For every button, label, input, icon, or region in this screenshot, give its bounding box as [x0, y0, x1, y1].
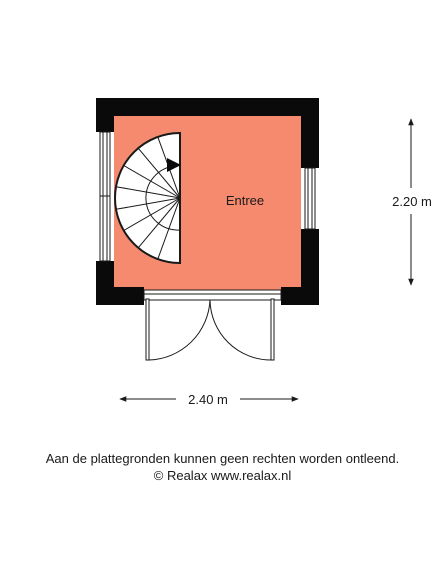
wall-bottom-right — [281, 287, 319, 305]
stair-tread — [123, 197, 181, 231]
stair-arrow-icon — [167, 158, 181, 172]
window-left — [99, 131, 111, 262]
window-right — [304, 167, 316, 230]
stair-tread — [137, 147, 181, 199]
door-leaf-right — [270, 298, 275, 361]
door-swing-right — [209, 299, 272, 361]
wall-right-lower — [301, 229, 319, 305]
wall-left-upper — [96, 116, 114, 132]
walls — [96, 98, 319, 305]
dimension-height-label: 2.20 m — [392, 194, 432, 209]
dimension-width: 2.40 m — [119, 392, 299, 407]
spiral-staircase — [114, 131, 181, 265]
copyright-text: © Realax www.realax.nl — [153, 468, 292, 483]
stair-walkline — [145, 165, 181, 231]
stair-outline — [114, 131, 181, 265]
door-swing-left — [148, 299, 211, 361]
stair-tread — [115, 186, 181, 199]
door-leaf-left — [145, 298, 150, 361]
stair-tread — [115, 197, 181, 210]
dimension-height: 2.20 m — [392, 118, 432, 286]
door-threshold — [143, 289, 282, 301]
wall-top — [96, 98, 319, 116]
double-door — [145, 298, 275, 361]
room-label: Entree — [226, 193, 264, 208]
stair-tread — [123, 165, 181, 199]
wall-bottom-left — [96, 287, 144, 305]
stair-tread — [137, 197, 181, 249]
wall-right-upper — [301, 116, 319, 168]
dimension-width-label: 2.40 m — [188, 392, 228, 407]
disclaimer-text: Aan de plattegronden kunnen geen rechten… — [45, 451, 400, 466]
